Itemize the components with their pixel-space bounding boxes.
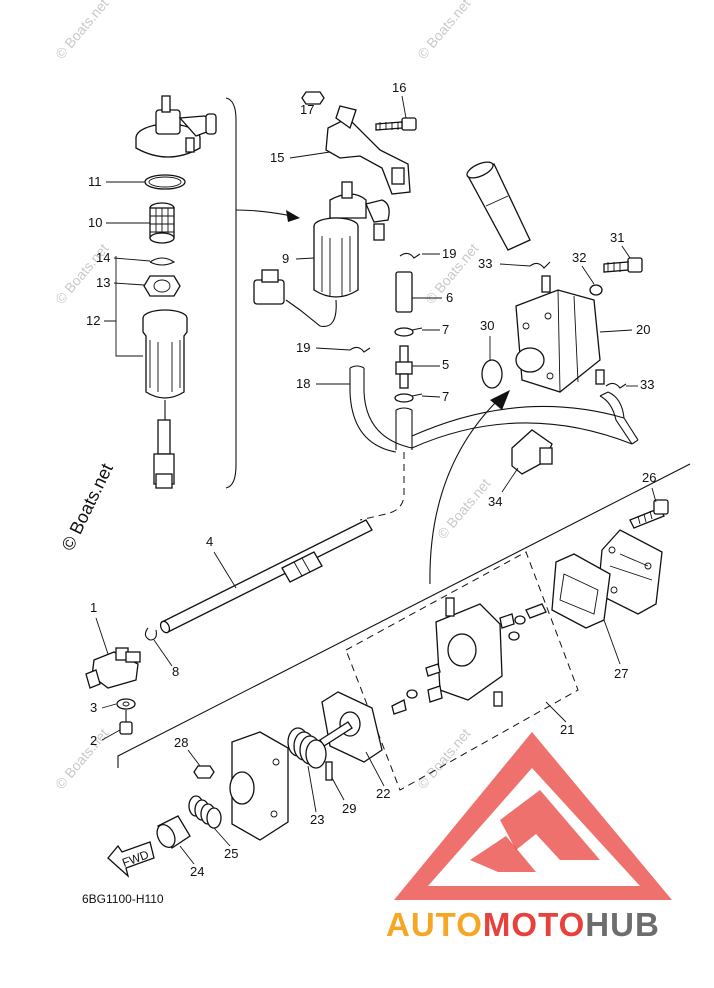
logo-word-moto: MOTO — [483, 906, 585, 943]
callout-17: 17 — [300, 102, 314, 117]
callout-32: 32 — [572, 250, 586, 265]
callout-7: 7 — [442, 389, 449, 404]
logo-emblem-icon — [394, 732, 672, 900]
callout-19: 19 — [296, 340, 310, 355]
callout-33: 33 — [640, 377, 654, 392]
callout-22: 22 — [376, 786, 390, 801]
copyright-label: © Boats.net — [58, 460, 117, 554]
callout-12: 12 — [86, 313, 100, 328]
watermark: © Boats.net — [52, 0, 111, 62]
diagram-reference-code: 6BG1100-H110 — [82, 892, 164, 906]
assembly-arrow-head — [490, 390, 510, 410]
assembly-arrow — [429, 399, 499, 585]
callout-19: 19 — [442, 246, 456, 261]
filter-exploded-view — [135, 95, 217, 489]
inset-arrow — [235, 209, 293, 217]
callout-3: 3 — [90, 700, 97, 715]
callout-7: 7 — [442, 322, 449, 337]
callout-21: 21 — [560, 722, 574, 737]
callout-24: 24 — [190, 864, 204, 879]
callout-30: 30 — [480, 318, 494, 333]
callout-9: 9 — [282, 251, 289, 266]
callout-2: 2 — [90, 733, 97, 748]
callout-20: 20 — [636, 322, 650, 337]
callout-16: 16 — [392, 80, 406, 95]
section-divider — [117, 463, 691, 768]
callout-15: 15 — [270, 150, 284, 165]
lower-pump-parts — [156, 499, 669, 849]
hose-group — [349, 252, 423, 521]
callout-26: 26 — [642, 470, 656, 485]
callout-25: 25 — [224, 846, 238, 861]
fwd-arrow-icon: FWD — [107, 841, 155, 878]
callout-13: 13 — [96, 275, 110, 290]
callout-27: 27 — [614, 666, 628, 681]
inset-callouts: 11 10 14 13 12 — [86, 174, 151, 357]
watermark: © Boats.net — [434, 475, 493, 542]
callout-8: 8 — [172, 664, 179, 679]
callout-34: 34 — [488, 494, 502, 509]
subassembly-box — [345, 551, 579, 791]
callout-11: 11 — [88, 174, 102, 189]
callout-10: 10 — [88, 215, 102, 230]
callout-4: 4 — [206, 534, 213, 549]
callout-18: 18 — [296, 376, 310, 391]
logo-wordmark: AUTOMOTOHUB — [386, 906, 660, 943]
callout-29: 29 — [342, 801, 356, 816]
primer-hose-group — [85, 519, 373, 735]
callout-33: 33 — [478, 256, 492, 271]
callout-14: 14 — [96, 250, 110, 265]
watermark: © Boats.net — [414, 725, 473, 792]
fuel-pump-assembly — [411, 161, 643, 475]
callout-23: 23 — [310, 812, 324, 827]
callout-1: 1 — [90, 600, 97, 615]
logo-word-hub: HUB — [585, 906, 660, 943]
callout-28: 28 — [174, 735, 188, 750]
fuel-filter-assembly — [253, 91, 417, 328]
logo-word-auto: AUTO — [386, 906, 483, 943]
callout-6: 6 — [446, 290, 453, 305]
callout-5: 5 — [442, 357, 449, 372]
inset-arrow-head — [286, 210, 300, 222]
inset-bracket — [225, 97, 237, 489]
automotohub-logo: AUTOMOTOHUB — [386, 732, 672, 943]
callout-31: 31 — [610, 230, 624, 245]
watermark: © Boats.net — [52, 725, 111, 792]
watermark: © Boats.net — [414, 0, 473, 62]
